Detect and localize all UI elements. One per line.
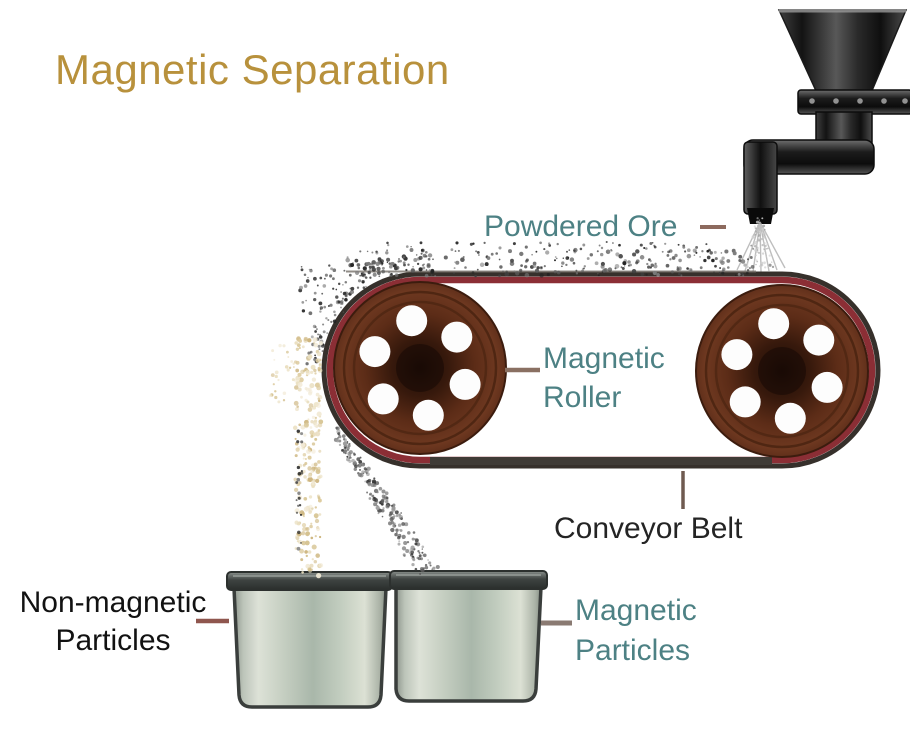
belt-outer-edge <box>321 271 881 469</box>
label-conveyor-belt: Conveyor Belt <box>554 512 743 545</box>
ore-particle-streams <box>268 217 775 579</box>
magnetic-roller-right <box>695 284 869 458</box>
label-powdered-ore: Powdered Ore <box>484 210 678 243</box>
pointer-lines <box>196 225 726 626</box>
label-magnetic-particles-line1: Magnetic <box>575 594 697 627</box>
label-non-magnetic-line1: Non-magnetic <box>19 586 207 619</box>
page-title: Magnetic Separation <box>55 46 450 93</box>
bucket-left-body <box>232 586 388 709</box>
funnel-pipe-vertical <box>743 141 778 215</box>
funnel-collar <box>797 89 910 115</box>
bucket-right-rim <box>389 570 548 590</box>
label-magnetic-roller-line1: Magnetic <box>543 342 665 375</box>
label-magnetic-particles: Magnetic Particles <box>575 591 697 671</box>
belt-red-band <box>326 276 876 464</box>
hopper-funnel <box>736 9 910 273</box>
label-magnetic-roller-line2: Roller <box>543 381 622 414</box>
bucket-left-rim <box>226 571 393 591</box>
funnel-collar-bolts <box>809 98 908 104</box>
bucket-magnetic <box>389 570 548 703</box>
label-non-magnetic-line2: Particles <box>55 624 171 657</box>
roller-right-holes <box>721 308 843 434</box>
funnel-nozzle <box>747 208 774 224</box>
roller-left-holes <box>359 305 481 431</box>
label-non-magnetic-particles: Non-magnetic Particles <box>10 584 216 660</box>
bucket-right-body <box>394 585 543 703</box>
label-magnetic-particles-line2: Particles <box>575 634 691 667</box>
magnetic-roller-left <box>333 281 507 455</box>
funnel-cone <box>777 9 908 94</box>
bucket-non-magnetic <box>226 571 393 709</box>
label-magnetic-roller: Magnetic Roller <box>543 339 665 417</box>
